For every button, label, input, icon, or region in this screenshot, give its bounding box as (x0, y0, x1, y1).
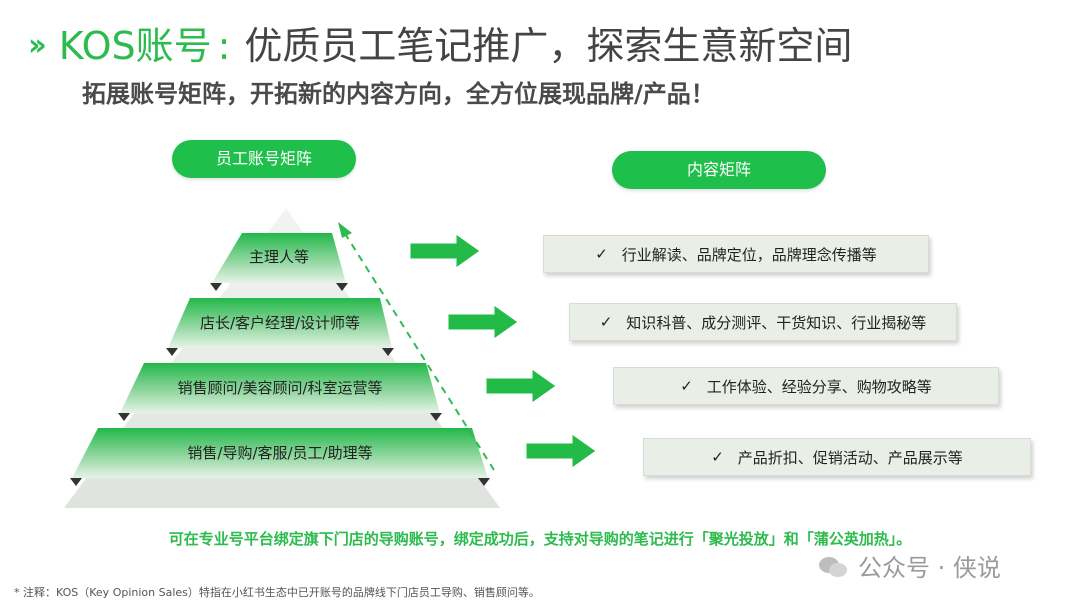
tier-4-right-marker (478, 478, 490, 486)
title-separator: : (217, 24, 231, 68)
content-item-3: ✓ 工作体验、经验分享、购物攻略等 (613, 367, 999, 405)
content-item-4: ✓ 产品折扣、促销活动、产品展示等 (643, 438, 1031, 476)
pyramid-tier-2 (168, 298, 392, 348)
content-item-1: ✓ 行业解读、品牌定位，品牌理念传播等 (543, 235, 929, 273)
bottom-note: 可在专业号平台绑定旗下门店的导购账号，绑定成功后，支持对导购的笔记进行「聚光投放… (168, 530, 912, 548)
tier-3-left-marker (118, 413, 130, 421)
right-arrow-icon (409, 233, 481, 269)
subtitle: 拓展账号矩阵，开拓新的内容方向，全方位展现品牌/产品！ (82, 80, 715, 108)
tier-4-label: 销售/导购/客服/员工/助理等 (187, 444, 373, 462)
content-item-text: 工作体验、经验分享、购物攻略等 (706, 377, 932, 396)
check-icon: ✓ (595, 245, 608, 263)
title-row: ›› KOS账号 : 优质员工笔记推广，探索生意新空间 (28, 18, 852, 74)
footnote: * 注释：KOS（Key Opinion Sales）特指在小红书生态中已开账号… (14, 586, 540, 599)
tier-1-left-marker (210, 283, 222, 291)
tier-1-right-marker (336, 283, 348, 291)
tier-3-right-marker (430, 413, 442, 421)
pyramid-tier-3 (120, 363, 440, 413)
content-item-2: ✓ 知识科普、成分测评、干货知识、行业揭秘等 (569, 303, 957, 341)
wechat-icon (818, 555, 848, 577)
right-arrow-icon (485, 368, 557, 404)
pyramid-tier-4 (72, 428, 488, 478)
title-main: KOS账号 (58, 24, 212, 68)
tier-2-left-marker (166, 348, 178, 356)
title-rest: 优质员工笔记推广，探索生意新空间 (244, 24, 853, 68)
check-icon: ✓ (711, 448, 724, 466)
content-item-text: 知识科普、成分测评、干货知识、行业揭秘等 (626, 313, 927, 332)
growth-dashed-line (343, 231, 495, 471)
pyramid-tier-1 (212, 233, 346, 283)
right-arrow-icon (447, 304, 519, 340)
tier-3-label: 销售顾问/美容顾问/科室运营等 (177, 379, 383, 397)
growth-arrowhead (338, 222, 352, 238)
tier-2-right-marker (382, 348, 394, 356)
watermark: 公众号 · 侠说 (818, 548, 1001, 583)
content-item-text: 产品折扣、促销活动、产品展示等 (737, 448, 963, 467)
content-matrix-pill: 内容矩阵 (612, 151, 826, 189)
employee-matrix-pill: 员工账号矩阵 (172, 140, 356, 178)
check-icon: ✓ (599, 313, 613, 331)
watermark-text: 公众号 · 侠说 (858, 554, 1001, 582)
tier-1-label: 主理人等 (248, 248, 309, 266)
tier-2-label: 店长/客户经理/设计师等 (199, 314, 361, 332)
tier-4-left-marker (70, 478, 82, 486)
content-item-text: 行业解读、品牌定位，品牌理念传播等 (621, 245, 877, 264)
right-arrow-icon (525, 433, 597, 469)
check-icon: ✓ (680, 377, 693, 395)
